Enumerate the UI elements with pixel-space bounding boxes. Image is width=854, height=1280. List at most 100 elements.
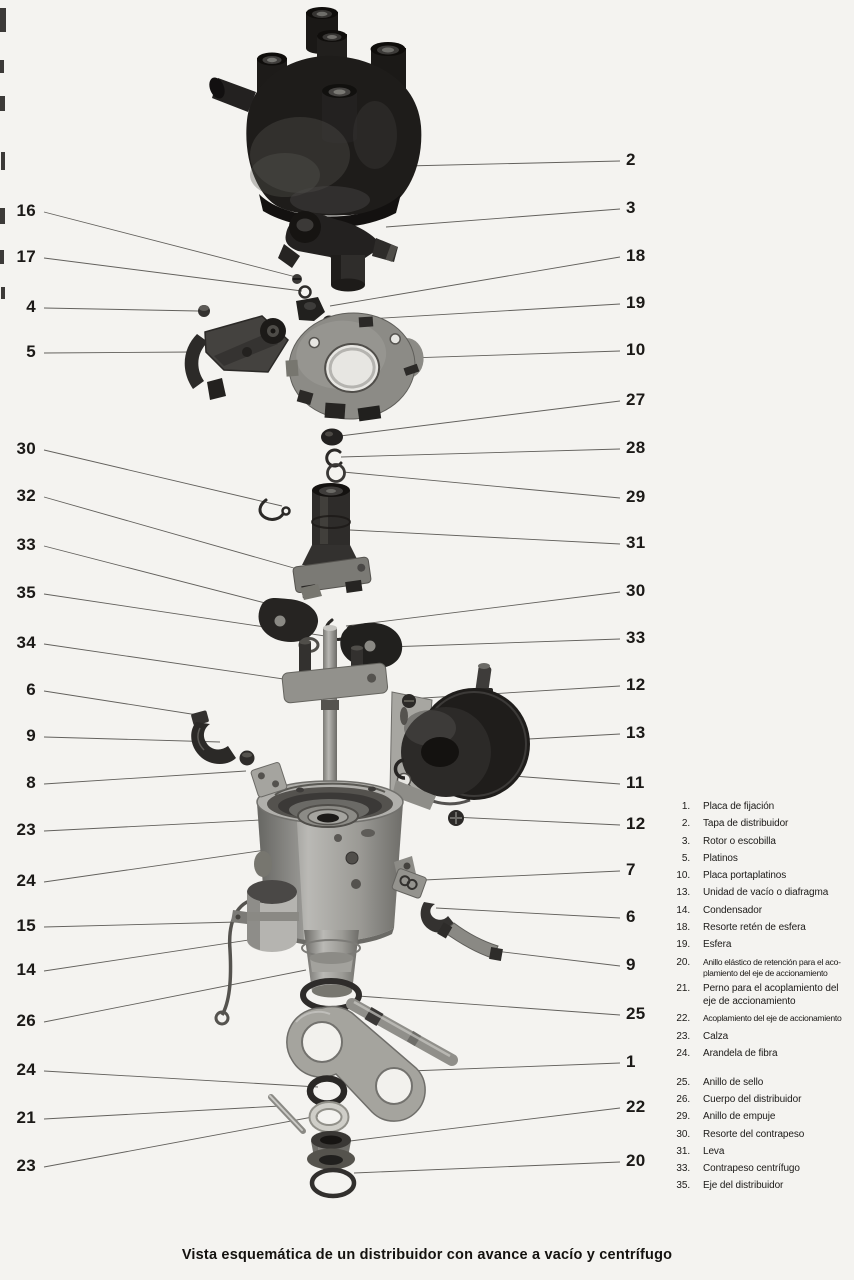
condenser bbox=[214, 880, 299, 1026]
callout-right-25: 25 bbox=[626, 1004, 646, 1023]
callout-right-18: 18 bbox=[626, 246, 646, 265]
legend-item-number: 13. bbox=[676, 887, 690, 899]
parts-legend: 1.Placa de fijación 2. Tapa de distribuid… bbox=[662, 801, 852, 1198]
legend-item: 3. Rotor o escobilla bbox=[662, 836, 852, 849]
legend-item: 33.Contrapeso centrífugo bbox=[662, 1163, 852, 1176]
legend-item-number: 22. bbox=[676, 1013, 690, 1025]
legend-item-text: Placa portaplatinos bbox=[703, 870, 787, 882]
legend-item-number: 21. bbox=[676, 983, 690, 995]
legend-item: 10.Placa portaplatinos bbox=[662, 870, 852, 883]
legend-item: 13. Unidad de vacío o diafragma bbox=[662, 887, 852, 900]
figure-caption: Vista esquemática de un distribuidor con… bbox=[181, 1247, 673, 1263]
legend-item-number: 23. bbox=[676, 1030, 690, 1042]
legend-item-text: Eje del distribuidor bbox=[703, 1180, 784, 1192]
legend-item-number: 2. bbox=[681, 818, 690, 830]
legend-item-text: Calza bbox=[703, 1030, 729, 1042]
rotor bbox=[278, 211, 398, 292]
legend-item: 14.Condensador bbox=[662, 905, 852, 918]
legend-item: 1.Placa de fijación bbox=[662, 801, 852, 814]
breaker-plate bbox=[285, 312, 424, 422]
legend-item: 24. Arandela de fibra bbox=[662, 1048, 852, 1061]
legend-item: 21. Perno para el acoplamiento del eje de… bbox=[662, 983, 852, 1009]
legend-item-number: 30. bbox=[676, 1128, 690, 1140]
callout-left-15: 15 bbox=[16, 916, 36, 935]
callout-right-30: 30 bbox=[626, 581, 646, 600]
legend-item-text: Tapa de distribuidor bbox=[703, 818, 789, 830]
legend-item-text: Arandela de fibra bbox=[703, 1047, 778, 1059]
legend-item-number: 19. bbox=[676, 939, 690, 951]
callout-right-9: 9 bbox=[626, 955, 636, 974]
felt-and-rings bbox=[321, 428, 346, 483]
left-clamp-parts bbox=[191, 710, 288, 798]
legend-item-number: 26. bbox=[676, 1093, 690, 1105]
legend-item-number: 18. bbox=[676, 922, 690, 934]
legend-item-number: 25. bbox=[676, 1076, 690, 1088]
callout-left-4: 4 bbox=[26, 297, 36, 316]
legend-item-number: 3. bbox=[681, 835, 690, 847]
fixing-plate bbox=[286, 998, 458, 1122]
legend-item-number: 20. bbox=[676, 956, 690, 968]
legend-item: 20. Anillo elástico de retención para el … bbox=[662, 957, 852, 979]
callout-left-23: 23 bbox=[16, 820, 36, 839]
callout-left-6: 6 bbox=[26, 680, 36, 699]
legend-item-text: Rotor o escobilla bbox=[703, 835, 776, 847]
callout-right-19: 19 bbox=[626, 293, 646, 312]
cam-assembly bbox=[292, 483, 372, 599]
distributor-cap bbox=[209, 7, 422, 228]
legend-item-number: 24. bbox=[676, 1047, 690, 1059]
callout-left-32: 32 bbox=[16, 486, 36, 505]
vacuum-unit bbox=[389, 663, 530, 826]
legend-item: 22. Acoplamiento del eje de accionamiento bbox=[662, 1013, 852, 1026]
callout-left-24: 24 bbox=[16, 871, 36, 890]
legend-item: 2. Tapa de distribuidor bbox=[662, 818, 852, 831]
callout-left-24-2: 24 bbox=[16, 1060, 36, 1079]
callout-right-29: 29 bbox=[626, 487, 646, 506]
callout-left-9: 9 bbox=[26, 726, 36, 745]
legend-item-text: Anillo elástico de retención para el aco… bbox=[703, 956, 841, 978]
callout-right-22: 22 bbox=[626, 1097, 646, 1116]
callout-right-12-2: 12 bbox=[626, 814, 646, 833]
legend-item: 29. Anillo de empuje bbox=[662, 1111, 852, 1124]
callout-right-31: 31 bbox=[626, 533, 646, 552]
legend-item-text: Platinos bbox=[703, 852, 738, 864]
legend-item: 35. Eje del distribuidor bbox=[662, 1180, 852, 1193]
callout-right-28: 28 bbox=[626, 438, 646, 457]
callout-left-17: 17 bbox=[16, 247, 36, 266]
callout-right-2: 2 bbox=[626, 150, 636, 169]
callout-left-14: 14 bbox=[16, 960, 36, 979]
legend-item: 18.Resorte retén de esfera bbox=[662, 922, 852, 935]
scan-artifacts bbox=[0, 8, 6, 299]
drive-shaft-plate bbox=[281, 625, 389, 795]
legend-item-text: Condensador bbox=[703, 904, 762, 916]
callout-left-5: 5 bbox=[26, 342, 36, 361]
callout-right-20: 20 bbox=[626, 1151, 646, 1170]
legend-item: 19. Esfera bbox=[662, 939, 852, 952]
legend-item-number: 29. bbox=[676, 1111, 690, 1123]
legend-item-text: Acoplamiento del eje de accionamiento bbox=[703, 1013, 842, 1024]
legend-item: 25. Anillo de sello bbox=[662, 1077, 852, 1090]
legend-item: 30.Resorte del contrapeso bbox=[662, 1129, 852, 1142]
right-clamp-parts bbox=[391, 868, 503, 961]
legend-item-number: 1. bbox=[681, 801, 690, 812]
legend-item-text: Unidad de vacío o diafragma bbox=[703, 887, 829, 899]
legend-item-text: Anillo de sello bbox=[703, 1076, 764, 1088]
callout-left-16: 16 bbox=[16, 201, 36, 220]
callout-right-12: 12 bbox=[626, 675, 646, 694]
legend-item-number: 5. bbox=[681, 852, 690, 864]
callout-right-33: 33 bbox=[626, 628, 646, 647]
legend-item-text: Esfera bbox=[703, 939, 732, 951]
callout-left-34: 34 bbox=[16, 633, 36, 652]
callout-right-3: 3 bbox=[626, 198, 636, 217]
legend-item: 31.Leva bbox=[662, 1146, 852, 1159]
legend-item-number: 35. bbox=[676, 1180, 690, 1192]
legend-item-text: Contrapeso centrífugo bbox=[703, 1163, 800, 1175]
callout-left-23-2: 23 bbox=[16, 1156, 36, 1175]
legend-item-text: Perno para el acoplamiento del eje de ac… bbox=[703, 983, 839, 1007]
callout-right-10: 10 bbox=[626, 340, 646, 359]
callout-right-13: 13 bbox=[626, 723, 646, 742]
legend-item-text: Anillo de empuje bbox=[703, 1111, 776, 1123]
callout-left-8: 8 bbox=[26, 773, 36, 792]
leader-lines bbox=[43, 160, 621, 1174]
callout-left-30: 30 bbox=[16, 439, 36, 458]
